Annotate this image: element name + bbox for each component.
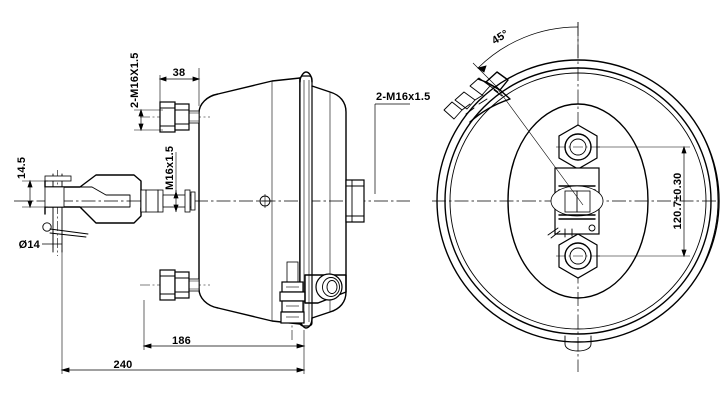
mounting-nut-lower bbox=[556, 233, 600, 279]
housing-offset-arc bbox=[699, 129, 719, 273]
left-view-dimensions: 38 2-M16X1.5 M16x1.5 14.5 Ø14 bbox=[16, 52, 430, 374]
angle-45-ext-radial bbox=[472, 62, 504, 94]
dim-label-45-degrees: 45° bbox=[490, 28, 511, 47]
push-rod-collar bbox=[184, 189, 191, 213]
angle-45-arc bbox=[477, 26, 579, 69]
release-stud-washer bbox=[279, 291, 306, 302]
band-bolt-thread-c bbox=[474, 94, 488, 105]
release-stud-assembly bbox=[279, 261, 306, 340]
band-bolt-thread-b bbox=[489, 85, 503, 97]
push-rod-lock-nut bbox=[140, 189, 164, 213]
dim-120-7-arrow-top bbox=[681, 145, 687, 154]
dim-label-stud-thread-leader: 2-M16x1.5 bbox=[376, 91, 430, 103]
cotter-pin-ring bbox=[42, 222, 52, 232]
dim-stud-arrow-up bbox=[138, 108, 144, 117]
mounting-nut-upper bbox=[556, 124, 600, 170]
port-bore bbox=[326, 280, 338, 294]
dim-label-38: 38 bbox=[173, 67, 186, 79]
mounting-flange-plate bbox=[507, 103, 649, 299]
push-rod-assembly bbox=[140, 189, 196, 213]
dim-label-186: 186 bbox=[172, 335, 191, 347]
clevis-yoke-assembly bbox=[42, 170, 142, 256]
yoke-left-block bbox=[44, 186, 65, 208]
clamp-band-cap-top bbox=[299, 71, 313, 83]
band-bolt-thread bbox=[461, 103, 475, 115]
clevis-pin-head bbox=[44, 175, 72, 182]
cotter-pin-tail-a bbox=[49, 228, 89, 235]
bottom-air-port bbox=[304, 273, 347, 304]
dim-label-240: 240 bbox=[114, 359, 133, 371]
dim-14-5-arrow-up bbox=[27, 179, 33, 188]
front-circular-view: 45° 120.7±0.30 bbox=[432, 22, 720, 372]
dim-label-stud-thread: 2-M16X1.5 bbox=[129, 52, 141, 108]
band-bolt-nut bbox=[443, 101, 463, 120]
yoke-throat bbox=[79, 186, 131, 208]
center-port-clip-tails bbox=[547, 227, 573, 239]
angle-45-arrow bbox=[477, 65, 487, 73]
mounting-stud-upper bbox=[140, 101, 210, 133]
dim-120-7-arrow-bot bbox=[681, 249, 687, 258]
housing-outer-circle bbox=[436, 59, 720, 343]
center-port-inner-rect bbox=[564, 190, 591, 213]
lower-stud-nut-inner bbox=[174, 271, 190, 299]
center-port-detail bbox=[547, 167, 604, 239]
housing-body-circle bbox=[449, 72, 707, 330]
side-section-view bbox=[14, 71, 410, 340]
angle-45-leader bbox=[496, 87, 584, 206]
dim-14-5-arrow-down bbox=[27, 200, 33, 209]
release-stud-nut-3 bbox=[280, 311, 305, 324]
mounting-stud-lower bbox=[140, 269, 210, 301]
dim-label-dia14: Ø14 bbox=[19, 239, 41, 251]
lower-stud-nut-outer bbox=[159, 269, 176, 301]
cotter-pin-tail-b bbox=[49, 232, 87, 238]
clamp-band-circle bbox=[444, 67, 712, 335]
dim-186-arrow-left bbox=[142, 343, 152, 349]
dim-186-arrow-right bbox=[296, 343, 306, 349]
dim-label-120-7: 120.7±0.30 bbox=[672, 173, 684, 230]
dim-240-arrow-right bbox=[296, 367, 306, 373]
chamber-housing bbox=[198, 71, 365, 329]
upper-stud-nut-outer bbox=[159, 101, 176, 133]
bottom-drain-hole bbox=[564, 335, 592, 352]
dim-label-14-5: 14.5 bbox=[16, 157, 28, 179]
dim-38-arrow-right bbox=[192, 76, 201, 82]
push-rod-washer bbox=[190, 191, 196, 211]
release-stud-shaft bbox=[286, 261, 299, 283]
rear-port-boss bbox=[345, 179, 365, 223]
center-port-small-hole bbox=[588, 224, 596, 232]
upper-stud-nut-inner bbox=[174, 103, 190, 131]
port-outer-ring bbox=[315, 273, 343, 301]
yoke-lower-arm bbox=[44, 206, 142, 224]
port-inner-ring bbox=[322, 277, 340, 297]
dim-stud-arrow-down bbox=[138, 123, 144, 132]
dim-label-rod-thread: M16x1.5 bbox=[164, 146, 176, 190]
dim-240-arrow-left bbox=[60, 367, 70, 373]
dim-38-arrow-left bbox=[158, 76, 167, 82]
release-stud-nut-2 bbox=[281, 300, 304, 313]
dim-rod-arrow-up bbox=[173, 190, 179, 199]
dim-rod-arrow-down bbox=[173, 204, 179, 213]
clamp-band-bolt-assembly bbox=[443, 71, 511, 123]
